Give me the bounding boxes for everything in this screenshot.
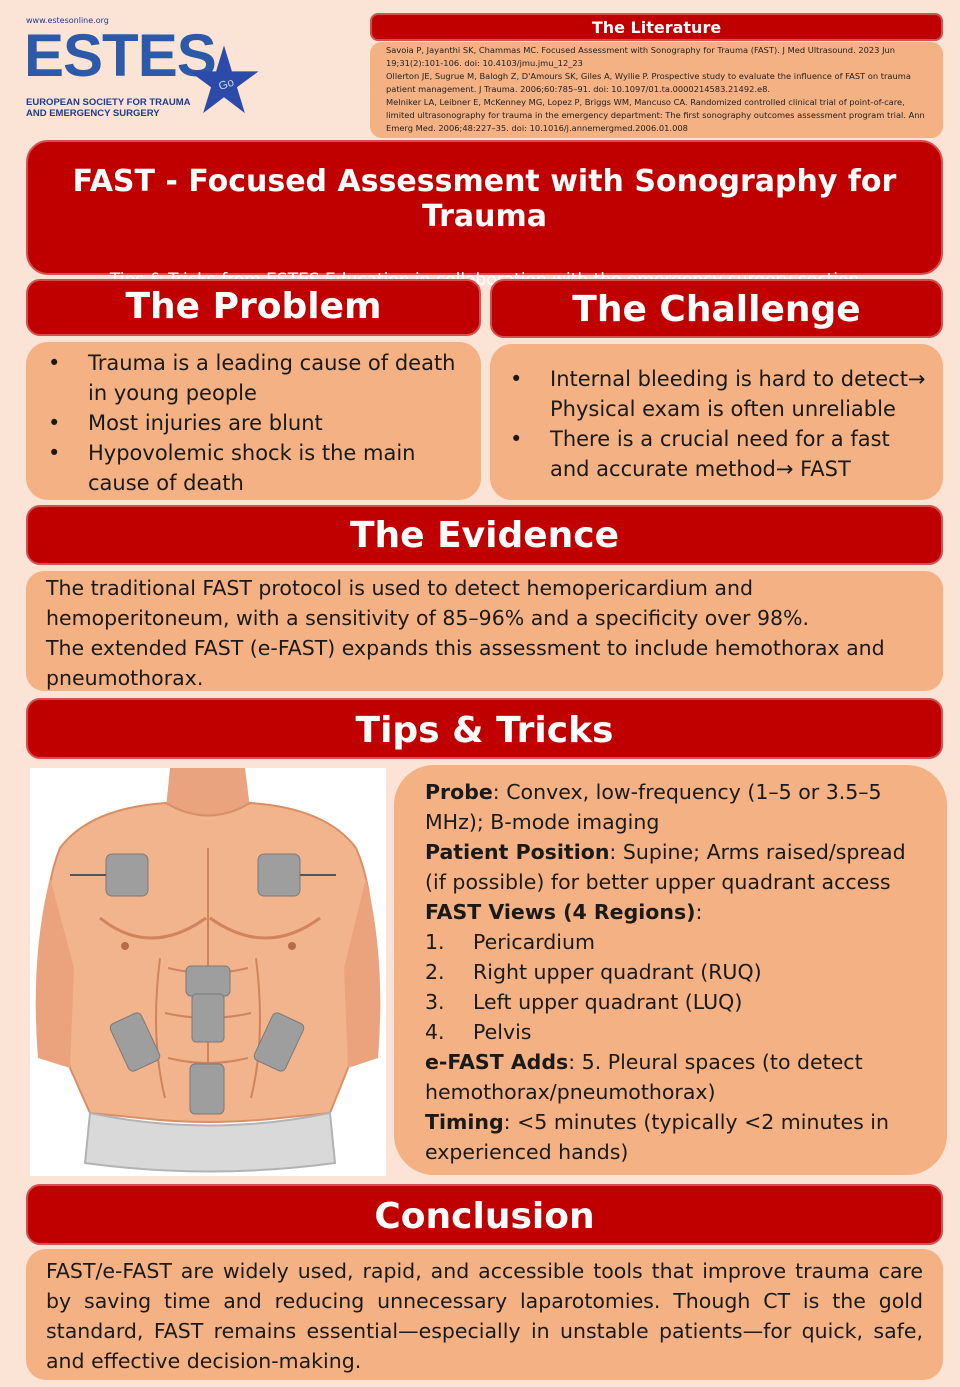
list-item: Most injuries are blunt (46, 408, 463, 438)
problem-heading: The Problem (26, 279, 481, 336)
tip-timing: Timing: <5 minutes (typically <2 minutes… (425, 1107, 933, 1167)
problem-list: Trauma is a leading cause of death in yo… (46, 348, 463, 498)
logo-society-name: EUROPEAN SOCIETY FOR TRAUMA AND EMERGENC… (26, 97, 191, 120)
list-text: Pericardium (473, 930, 595, 954)
tip-text: : (695, 900, 703, 924)
tip-label: Patient Position (425, 840, 610, 864)
list-item: There is a crucial need for a fast and a… (508, 424, 927, 484)
challenge-panel: Internal bleeding is hard to detect→ Phy… (490, 344, 943, 500)
tip-label: Probe (425, 780, 493, 804)
list-item: 1. Pericardium (425, 927, 933, 957)
challenge-heading: The Challenge (490, 279, 943, 338)
logo-url: www.estesonline.org (26, 16, 109, 25)
tip-label: FAST Views (4 Regions) (425, 900, 696, 924)
evidence-panel: The traditional FAST protocol is used to… (26, 571, 943, 691)
evidence-text: The traditional FAST protocol is used to… (46, 576, 810, 630)
title-banner: FAST - Focused Assessment with Sonograph… (26, 140, 943, 290)
tip-efast: e-FAST Adds: 5. Pleural spaces (to detec… (425, 1047, 933, 1107)
tip-label: Timing (425, 1110, 504, 1134)
literature-heading: The Literature (370, 13, 943, 41)
list-text: Left upper quadrant (LUQ) (473, 990, 743, 1014)
reference-item: Ollerton JE, Sugrue M, Balogh Z, D'Amour… (386, 71, 911, 94)
tip-text: : Supine; Arms raised/spread (if possibl… (425, 840, 906, 894)
tip-label: e-FAST Adds (425, 1050, 569, 1074)
list-number: 2. (425, 960, 445, 984)
list-item: Trauma is a leading cause of death in yo… (46, 348, 463, 408)
star-icon: Go (189, 45, 259, 114)
reference-item: Melniker LA, Leibner E, McKenney MG, Lop… (386, 97, 925, 133)
challenge-list: Internal bleeding is hard to detect→ Phy… (508, 364, 927, 484)
page-title: FAST - Focused Assessment with Sonograph… (72, 164, 897, 234)
tip-text: : 5. Pleural spaces (to detect hemothora… (425, 1050, 863, 1104)
list-number: 1. (425, 930, 445, 954)
tips-heading: Tips & Tricks (26, 698, 943, 759)
tip-fast-views: FAST Views (4 Regions): (425, 897, 933, 927)
problem-panel: Trauma is a leading cause of death in yo… (26, 342, 481, 500)
reference-item: Savoia P, Jayanthi SK, Chammas MC. Focus… (386, 45, 896, 68)
list-item: 3. Left upper quadrant (LUQ) (425, 987, 933, 1017)
tip-text: : <5 minutes (typically <2 minutes in ex… (425, 1110, 889, 1164)
list-number: 3. (425, 990, 445, 1014)
list-item: Hypovolemic shock is the main cause of d… (46, 438, 463, 498)
torso-probe-positions-image (35, 768, 381, 1173)
list-item: Internal bleeding is hard to detect→ Phy… (508, 364, 927, 424)
logo-society-line1: EUROPEAN SOCIETY FOR TRAUMA (26, 97, 191, 108)
list-text: Right upper quadrant (RUQ) (473, 960, 762, 984)
tips-panel: Probe: Convex, low-frequency (1–5 or 3.5… (394, 765, 947, 1175)
conclusion-panel: FAST/e-FAST are widely used, rapid, and … (26, 1249, 943, 1380)
logo-wordmark: ESTES (24, 22, 217, 89)
evidence-heading: The Evidence (26, 505, 943, 565)
evidence-text: The extended FAST (e-FAST) expands this … (46, 636, 885, 690)
conclusion-text: FAST/e-FAST are widely used, rapid, and … (46, 1259, 923, 1373)
list-item: 2. Right upper quadrant (RUQ) (425, 957, 933, 987)
star-text: Go (217, 77, 236, 94)
conclusion-heading: Conclusion (26, 1184, 943, 1245)
tip-text: : Convex, low-frequency (1–5 or 3.5–5 MH… (425, 780, 882, 834)
list-number: 4. (425, 1020, 445, 1044)
literature-panel: Savoia P, Jayanthi SK, Chammas MC. Focus… (370, 42, 943, 138)
torso-illustration (30, 768, 386, 1176)
tip-probe: Probe: Convex, low-frequency (1–5 or 3.5… (425, 777, 933, 837)
logo-society-line2: AND EMERGENCY SURGERY (26, 107, 160, 119)
list-text: Pelvis (473, 1020, 532, 1044)
list-item: 4. Pelvis (425, 1017, 933, 1047)
estes-logo[interactable]: www.estesonline.org ESTES EUROPEAN SOCIE… (22, 14, 262, 129)
tip-patient-position: Patient Position: Supine; Arms raised/sp… (425, 837, 933, 897)
